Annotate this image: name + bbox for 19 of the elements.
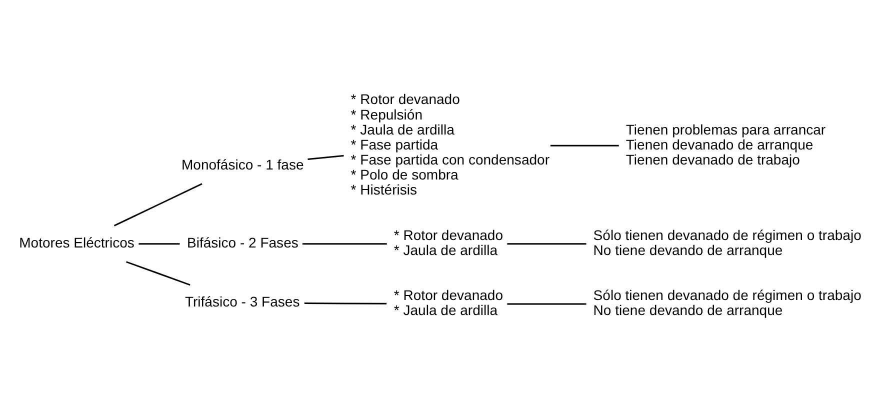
node-text: Motores Eléctricos xyxy=(19,234,134,250)
connector xyxy=(302,242,387,244)
connector xyxy=(308,154,344,160)
connector xyxy=(138,242,180,244)
node-text: * Rotor devanado * Jaula de ardilla xyxy=(394,286,504,318)
connector xyxy=(507,242,586,244)
connector xyxy=(126,260,190,286)
node-text: Tienen problemas para arrancar Tienen devanado de arranque Tienen devanado de trabajo xyxy=(626,120,826,167)
node-text: * Rotor devanado * Repulsión * Jaula de ardilla * Fase partida * Fase partida con condensador * Polo de sombra * Histérisis xyxy=(350,90,550,197)
node-text: * Rotor devanado * Jaula de ardilla xyxy=(394,226,504,258)
node-text: Sólo tienen devanado de régimen o trabajo No tiene devando de arranque xyxy=(593,226,862,258)
connector xyxy=(304,302,387,304)
node-text: Sólo tienen devanado de régimen o trabajo No tiene devando de arranque xyxy=(593,286,862,318)
node-text: Bifásico - 2 Fases xyxy=(186,234,298,250)
connector xyxy=(114,182,202,226)
node-text: Trifásico - 3 Fases xyxy=(184,293,300,310)
connector xyxy=(507,302,586,304)
connector xyxy=(550,144,619,146)
node-text: Monofásico - 1 fase xyxy=(181,156,304,172)
